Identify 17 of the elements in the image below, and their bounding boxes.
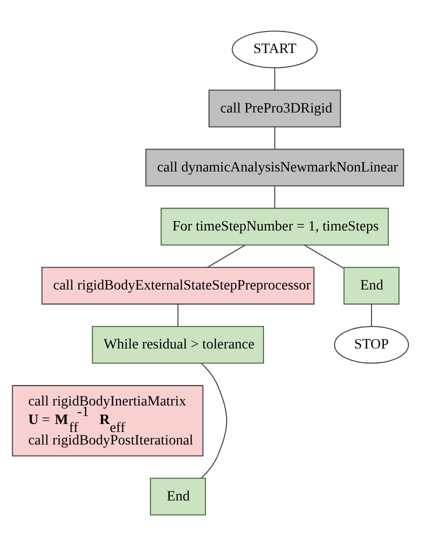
node-box: call dynamicAnalysisNewmarkNonLinear	[145, 148, 404, 186]
node-box: End	[343, 266, 400, 304]
node-box: call rigidBodyExternalStateStepPreprocessor	[41, 266, 314, 304]
connector	[304, 244, 344, 268]
node-ellipse: STOP	[334, 325, 409, 364]
connector	[274, 186, 276, 208]
connector	[274, 126, 276, 149]
node-ellipse: START	[232, 30, 318, 68]
node-box: While residual > tolerance	[92, 325, 264, 364]
connector	[370, 304, 372, 326]
node-box: End	[150, 477, 206, 515]
connector	[177, 304, 178, 326]
node-box: For timeStepNumber = 1, timeSteps	[160, 207, 389, 245]
connector	[200, 362, 228, 478]
connector	[207, 244, 246, 268]
node-box: call PrePro3DRigid	[208, 89, 341, 127]
connector	[274, 67, 276, 90]
